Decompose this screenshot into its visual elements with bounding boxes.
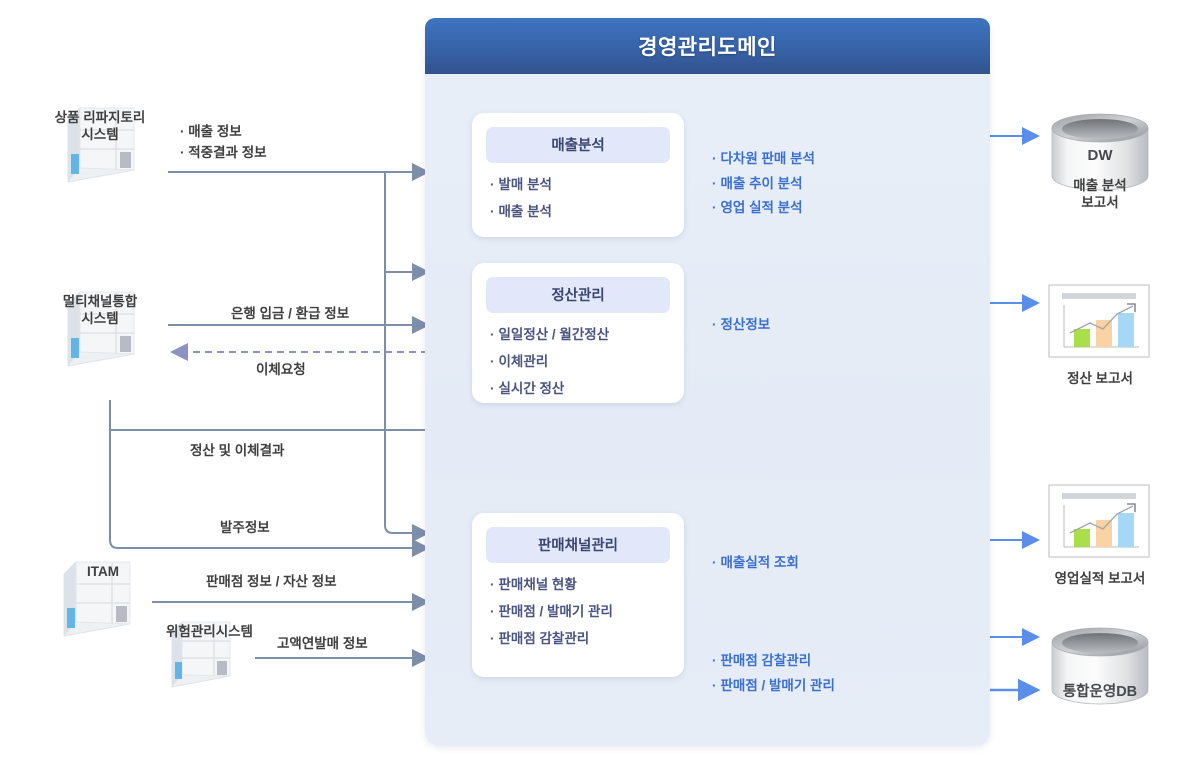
- note-item: ·매출실적 조회: [712, 555, 799, 570]
- bullet-icon: ·: [712, 200, 717, 215]
- edge-label-repository-info: · 매출 정보 · 적중결과 정보: [180, 122, 267, 164]
- bullet-icon: ·: [490, 630, 495, 646]
- system-label: ITAM: [87, 564, 119, 579]
- card-list-item: ·판매점 감찰관리: [490, 630, 590, 646]
- output-node-dw[interactable]: 매출 분석 보고서: [1030, 108, 1170, 212]
- edge-label-settlement-result: 정산 및 이체결과: [190, 443, 285, 458]
- dw-cylinder-label: DW: [1087, 147, 1113, 164]
- card-title: 매출분석: [486, 127, 670, 163]
- output-notes-database: ·판매점 감찰관리 ·판매점 / 발매기 관리: [712, 650, 835, 699]
- note-item: ·다차원 판매 분석: [712, 151, 815, 166]
- edge-label-high-value-sales: 고액연발매 정보: [277, 636, 368, 651]
- card-list-item: ·판매점 / 발매기 관리: [490, 603, 613, 619]
- output-caption: 영업실적 보고서: [1054, 571, 1146, 586]
- bullet-icon: ·: [490, 353, 495, 369]
- edge-label-transfer-request: 이체요청: [256, 362, 306, 377]
- system-node-itam[interactable]: ITAM: [48, 558, 158, 581]
- bullet-icon: ·: [712, 653, 717, 668]
- bullet-icon: ·: [712, 175, 717, 191]
- domain-panel-title: 경영관리도메인: [425, 18, 990, 74]
- output-caption: 정산 보고서: [1067, 371, 1133, 386]
- bullet-icon: ·: [490, 177, 495, 192]
- note-item: ·영업 실적 분석: [712, 200, 803, 215]
- card-list-item: ·매출 분석: [490, 203, 552, 219]
- card-title: 정산관리: [486, 277, 670, 313]
- bullet-icon: ·: [490, 577, 495, 592]
- opsdb-cylinder-label: 통합운영DB: [1062, 684, 1138, 700]
- bullet-icon: ·: [712, 151, 717, 166]
- system-node-risk-management[interactable]: 위험관리시스템: [152, 618, 267, 641]
- output-node-settlement-report[interactable]: 정산 보고서: [1032, 287, 1168, 388]
- bullet-icon: ·: [712, 317, 717, 332]
- bullet-icon: ·: [180, 124, 185, 139]
- system-node-multichannel-integration[interactable]: 멀티채널통합 시스템: [38, 288, 162, 328]
- output-notes-sales-analysis: ·다차원 판매 분석 ·매출 추이 분석 ·영업 실적 분석: [712, 148, 815, 222]
- system-label: 상품 리파지토리 시스템: [54, 110, 146, 142]
- card-list-item: ·이체관리: [490, 353, 549, 369]
- bullet-icon: ·: [180, 144, 185, 160]
- system-node-product-repository[interactable]: 상품 리파지토리 시스템: [38, 104, 162, 144]
- output-caption: 매출 분석 보고서: [1073, 178, 1127, 210]
- card-list-item: ·발매 분석: [490, 177, 552, 192]
- card-title: 판매채널관리: [486, 527, 670, 563]
- note-item: ·정산정보: [712, 317, 771, 332]
- system-label: 위험관리시스템: [166, 624, 253, 639]
- bullet-icon: ·: [490, 380, 495, 396]
- output-notes-performance: ·매출실적 조회: [712, 552, 799, 577]
- module-card-sales-channel-management[interactable]: 판매채널관리 ·판매채널 현황 ·판매점 / 발매기 관리 ·판매점 감찰관리: [472, 513, 684, 677]
- bullet-icon: ·: [712, 555, 717, 570]
- module-card-settlement-management[interactable]: 정산관리 ·일일정산 / 월간정산 ·이체관리 ·실시간 정산: [472, 263, 684, 403]
- edge-label-order-info: 발주정보: [220, 520, 270, 535]
- edge-label-bank-deposit-refund: 은행 입금 / 환급 정보: [231, 306, 350, 321]
- wire-trunk-repo-down: [384, 172, 430, 542]
- card-list-item: ·실시간 정산: [490, 380, 565, 396]
- card-list-item: ·판매채널 현황: [490, 577, 577, 592]
- note-item: ·판매점 / 발매기 관리: [712, 677, 835, 693]
- edge-label-store-asset-info: 판매점 정보 / 자산 정보: [206, 574, 337, 589]
- edge-label-line: · 매출 정보: [180, 124, 242, 139]
- note-item: ·판매점 감찰관리: [712, 653, 812, 668]
- bullet-icon: ·: [490, 603, 495, 619]
- bullet-icon: ·: [490, 327, 495, 342]
- output-node-performance-report[interactable]: 영업실적 보고서: [1032, 487, 1168, 588]
- module-card-sales-analysis[interactable]: 매출분석 ·발매 분석 ·매출 분석: [472, 113, 684, 237]
- bullet-icon: ·: [490, 203, 495, 219]
- bullet-icon: ·: [712, 677, 717, 693]
- system-label: 멀티채널통합 시스템: [62, 294, 138, 326]
- note-item: ·매출 추이 분석: [712, 175, 803, 191]
- card-list-item: ·일일정산 / 월간정산: [490, 327, 610, 342]
- output-notes-settlement: ·정산정보: [712, 314, 770, 339]
- edge-label-line: · 적중결과 정보: [180, 144, 267, 160]
